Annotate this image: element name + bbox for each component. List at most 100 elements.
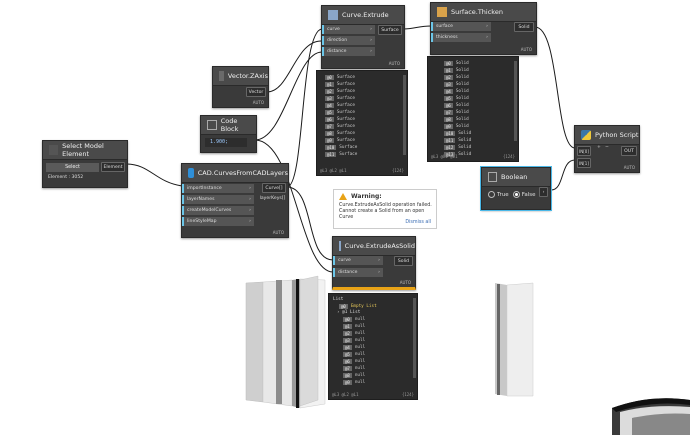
input-port-in1[interactable]: IN[1] [577, 158, 591, 168]
input-port-create-model-curves[interactable]: createModelCurves› [182, 206, 254, 215]
node-vector-zaxis[interactable]: Vector.ZAxis Vector AUTO [212, 66, 269, 108]
node-curve-extrude[interactable]: Curve.Extrude curve› direction› distance… [321, 5, 405, 69]
input-port-curve[interactable]: curve› [333, 256, 383, 265]
output-port-surface[interactable]: Surface [378, 25, 402, 35]
node-header[interactable]: Python Script [575, 126, 639, 145]
lacing-label: AUTO [388, 61, 400, 66]
list-value: Surface [336, 138, 355, 143]
node-surface-thicken[interactable]: Surface.Thicken surface› thickness› Soli… [430, 2, 537, 55]
select-button[interactable]: Select [46, 163, 99, 172]
node-header[interactable]: CAD.CurvesFromCADLayers [182, 164, 288, 183]
list-index: @12 [444, 145, 456, 150]
warning-bubble[interactable]: Warning: Curve.ExtrudeAsSolid operation … [333, 189, 437, 229]
input-port-thickness[interactable]: thickness› [431, 33, 491, 42]
output-port-element[interactable]: Element [101, 162, 125, 172]
list-index: @6 [343, 359, 352, 364]
boolean-toggle[interactable]: True False [488, 191, 536, 198]
output-port-boolean[interactable]: › [539, 187, 548, 197]
output-port-vector[interactable]: Vector [246, 87, 266, 97]
node-icon [49, 145, 59, 155]
scrollbar[interactable] [403, 75, 406, 155]
input-port-curve[interactable]: curve› [322, 25, 375, 34]
node-header[interactable]: Surface.Thicken [431, 3, 536, 22]
sublist-row[interactable]: › @1 List [337, 310, 361, 315]
node-code-block[interactable]: Code Block 1.900; [200, 115, 257, 153]
node-header[interactable]: Select Model Element [43, 141, 127, 160]
input-port-import-instance[interactable]: importInstance› [182, 184, 254, 193]
output-port-solid[interactable]: Solid [394, 256, 413, 266]
scrollbar[interactable] [413, 298, 416, 378]
output-port-out[interactable]: OUT [621, 146, 637, 156]
node-boolean[interactable]: Boolean True False › [480, 166, 552, 211]
node-title: Vector.ZAxis [227, 72, 268, 80]
dismiss-all-link[interactable]: Dismiss all [405, 220, 431, 225]
list-index: @4 [343, 345, 352, 350]
node-curve-extrude-as-solid[interactable]: Curve.ExtrudeAsSolid curve› distance› So… [332, 236, 416, 290]
port-label: surface [436, 24, 453, 29]
warning-icon [339, 193, 347, 200]
node-python-script[interactable]: Python Script IN[0] IN[1] + − OUT AUTO [574, 125, 640, 173]
output-port-curves[interactable]: Curve[] [262, 183, 286, 193]
input-port-in0[interactable]: IN[0] [577, 146, 591, 156]
input-port-direction[interactable]: direction› [322, 36, 375, 45]
radio-true[interactable] [488, 191, 495, 198]
list-value: Solid [455, 68, 469, 73]
list-value: Solid [455, 75, 469, 80]
list-value: Surface [336, 103, 355, 108]
radio-false[interactable] [512, 191, 520, 198]
input-port-distance[interactable]: distance› [322, 47, 375, 56]
port-label: layerNames [187, 197, 215, 202]
wire-surface-to-thicken [402, 25, 432, 30]
true-label: True [497, 191, 509, 198]
list-index: @6 [325, 117, 334, 122]
list-value: Surface [336, 110, 355, 115]
list-index: @8 [343, 373, 352, 378]
node-header[interactable]: Code Block [201, 116, 256, 135]
node-header[interactable]: Vector.ZAxis [213, 67, 268, 86]
node-header[interactable]: Curve.ExtrudeAsSolid [333, 237, 415, 256]
list-value: Solid [455, 103, 469, 108]
input-port-surface[interactable]: surface› [431, 22, 491, 31]
chevron-right-icon: › [486, 35, 488, 40]
node-select-model-element[interactable]: Select Model Element Select Element Elem… [42, 140, 128, 188]
node-header[interactable]: Boolean [482, 168, 550, 187]
remove-port-button[interactable]: − [605, 145, 609, 150]
list-value: null [354, 338, 366, 343]
output-port-layer-keys[interactable]: layerKeys[] [259, 196, 286, 201]
output-port-solid[interactable]: Solid [514, 22, 534, 32]
vector-icon [219, 71, 224, 81]
list-value: Surface [336, 117, 355, 122]
chevron-right-icon: › [378, 258, 380, 263]
list-value: null [354, 324, 366, 329]
list-value: Solid [458, 131, 472, 136]
node-title: Python Script [595, 131, 639, 139]
input-port-distance[interactable]: distance› [333, 268, 383, 277]
chevron-right-icon: › [249, 186, 251, 191]
list-index: @11 [325, 152, 337, 157]
element-id-label: Element : 3052 [48, 175, 84, 180]
node-header[interactable]: Curve.Extrude [322, 6, 404, 25]
node-cad-curves-from-cad-layers[interactable]: CAD.CurvesFromCADLayers importInstance› … [181, 163, 289, 238]
list-index: @7 [343, 366, 352, 371]
input-port-line-style-map[interactable]: lineStyleMap› [182, 217, 254, 226]
add-port-button[interactable]: + [597, 145, 601, 150]
code-editor[interactable]: 1.900; [205, 138, 247, 147]
scrollbar[interactable] [514, 61, 517, 141]
input-port-layer-names[interactable]: layerNames› [182, 195, 254, 204]
